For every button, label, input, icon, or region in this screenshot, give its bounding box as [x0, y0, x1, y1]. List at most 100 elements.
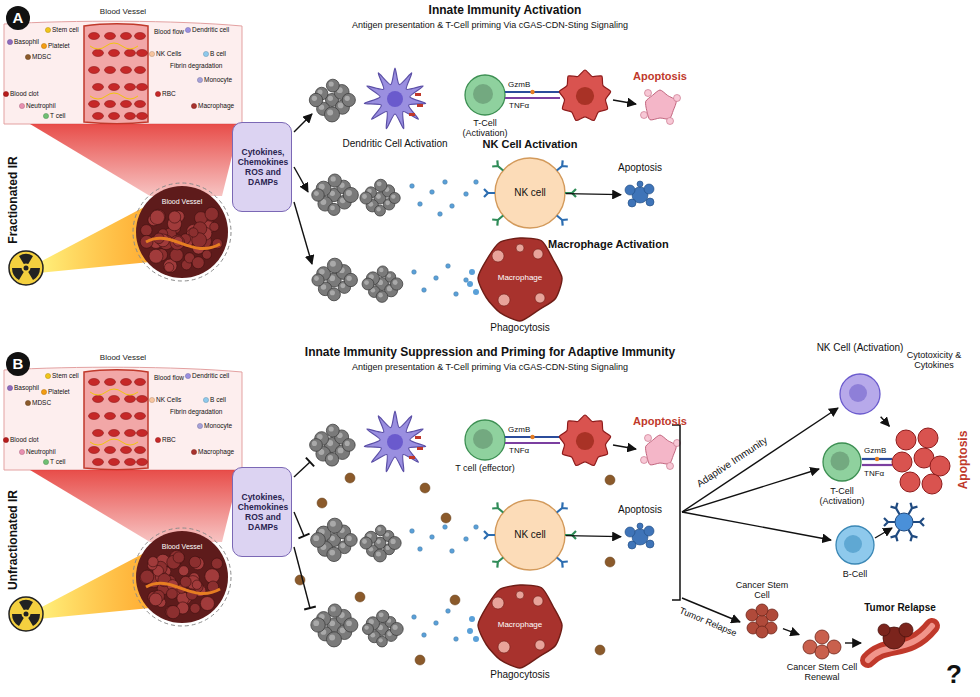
inhibition-line [306, 458, 314, 467]
tumor-cell-cluster [346, 276, 351, 281]
tumor-mass [148, 557, 158, 567]
cytokine-particles [443, 525, 448, 530]
tumor-mass [133, 528, 231, 626]
macrophage-cell [467, 281, 473, 287]
antibody-coated-cell [905, 528, 917, 542]
blood-vessel-illustration [135, 101, 146, 108]
antibody-coated-cell [895, 513, 913, 531]
blood-vessel-illustration [137, 50, 148, 57]
node-text: Apoptosis [957, 431, 971, 490]
signal-label: GzmB [864, 446, 886, 455]
macrophage-cell [533, 249, 543, 259]
blood-vessel-illustration [137, 84, 148, 91]
tumor-cell-cluster [326, 79, 339, 92]
apoptotic-cell [641, 90, 681, 125]
tumor-mass [140, 570, 153, 583]
cytokine-particles [430, 535, 435, 540]
cell-label: Fibrin degradation [170, 408, 222, 415]
tumor-relapse-vessel [878, 624, 890, 636]
blood-vessel-illustration [84, 370, 148, 470]
tumor-cell-cluster [385, 201, 390, 206]
tumor-cell-cluster [340, 543, 345, 548]
blood-vessel-illustration [43, 113, 48, 118]
tumor-cell-cluster [342, 439, 355, 452]
blood-vessel-illustration [89, 447, 100, 454]
apoptotic-fragments [637, 181, 643, 187]
tumor-cell-cluster [328, 455, 333, 460]
blood-vessel-illustration [90, 389, 138, 395]
nk-cell [492, 502, 506, 515]
tumor-cell-cluster [391, 194, 395, 198]
t-cell [465, 420, 505, 460]
tumor-mass [150, 210, 164, 224]
cancer-stem-cell [746, 604, 778, 638]
tumor-mass [173, 552, 184, 563]
tumor-cell-cluster [374, 549, 387, 562]
synapse-signal [862, 457, 892, 465]
tumor-cell-cluster [892, 452, 912, 472]
tumor-mass [133, 183, 231, 281]
apoptosis-node: Apoptosis [640, 88, 680, 124]
blood-vessel-illustration [90, 439, 138, 445]
blood-vessel-illustration [105, 101, 116, 108]
tumor-cell-cluster [362, 278, 374, 290]
apoptosis-node: Apoptosis [640, 433, 680, 469]
tumor-cell-cluster [918, 428, 938, 448]
blood-vessel-illustration [197, 77, 202, 82]
suppressor-cells [420, 483, 430, 493]
macrophage-cell [533, 596, 543, 606]
node-text: Phagocytosis [475, 322, 565, 334]
tumor-cell-cluster [312, 189, 324, 201]
tumor-cell-cluster [376, 551, 381, 556]
arrow [613, 100, 636, 104]
nk-cell [554, 554, 568, 567]
blood-vessel-illustration [93, 50, 104, 57]
macrophage-cell [516, 244, 524, 252]
tumor-cell-cluster [330, 606, 335, 611]
dendritic-cell-node: Dendritic Cell Activation [364, 68, 426, 130]
tumor-mass [170, 248, 183, 261]
cytokine-particles [410, 529, 415, 534]
arrow [875, 528, 892, 538]
tumor-cell-cluster [362, 623, 373, 634]
node-text: Cytokines, Chemokines ROS and DAMPs [237, 148, 289, 187]
blood-vessel-illustration [90, 43, 138, 49]
cell-label: Stem cell [52, 372, 79, 379]
apoptotic-fragments [628, 541, 636, 549]
inhibition-line [294, 512, 304, 536]
cytokine-particles [412, 609, 459, 642]
tumor-cell-cluster [378, 293, 383, 298]
blood-vessel-illustration [137, 113, 148, 120]
tumor-cell-cluster [309, 93, 322, 106]
tumor-cell-cluster [313, 620, 319, 626]
tumor-mass [164, 263, 173, 272]
t-cell [465, 75, 505, 115]
tumor-cell-cluster [892, 428, 950, 494]
blood-vessel-illustration [121, 447, 132, 454]
panel-badge: A [6, 6, 30, 30]
apoptotic-fragments [646, 198, 654, 206]
tumor-cell-cluster [310, 439, 323, 452]
connector-arrow [845, 642, 861, 643]
synapse-signal [862, 464, 892, 466]
blood-vessel-illustration [125, 396, 136, 403]
node-text: Tumor Relapse [850, 602, 950, 614]
blood-vessel-illustration [137, 459, 148, 466]
tumor-circle: Blood Vessel [136, 531, 228, 623]
tumor-cell-cluster [345, 96, 350, 101]
cell-label: Blood flow [154, 28, 184, 35]
b-cell [836, 526, 874, 564]
radiation-symbol [19, 600, 33, 610]
nk-cell-node: NK Cell ActivationNK cell [495, 158, 565, 228]
apoptosis-cluster: Apoptosis [890, 425, 950, 495]
cell-label: B cell [210, 50, 226, 57]
tumor-cell-cluster [330, 261, 336, 267]
node-text: Phagocytosis [475, 669, 565, 681]
arrow [682, 408, 838, 512]
tumor-cell-cluster [328, 203, 340, 215]
tumor-cell-cluster [329, 426, 334, 431]
t-cell [465, 75, 505, 115]
tumor-cell-cluster [393, 280, 398, 285]
tumor-cell-cluster [325, 453, 338, 466]
